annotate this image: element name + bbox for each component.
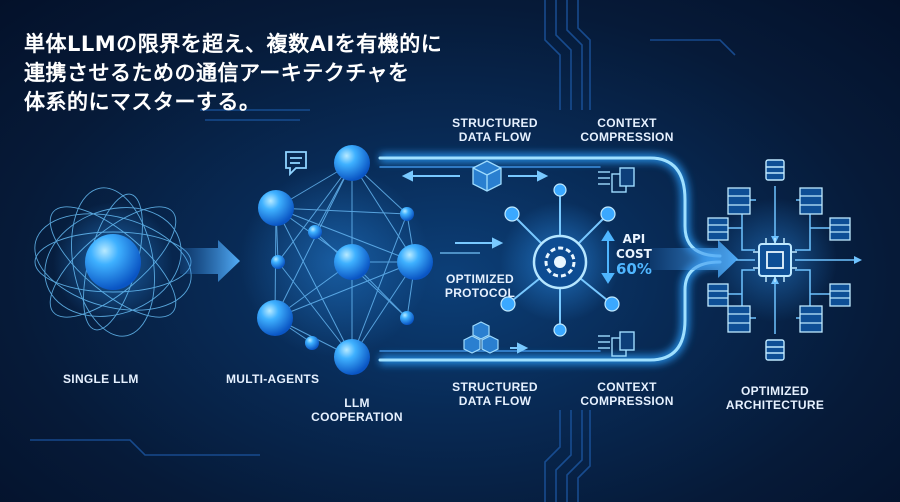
- label-context-compression-top: CONTEXT COMPRESSION: [572, 116, 682, 144]
- label-context-compression-bottom: CONTEXT COMPRESSION: [572, 380, 682, 408]
- label-line: COOPERATION: [311, 410, 403, 424]
- label-line: STRUCTURED: [452, 380, 538, 394]
- label-line: CONTEXT: [597, 116, 657, 130]
- document-stack-icon: [598, 331, 635, 357]
- label-line: CONTEXT: [597, 380, 657, 394]
- label-line: OPTIMIZED: [445, 272, 515, 286]
- label-structured-data-flow-top: STRUCTURED DATA FLOW: [445, 116, 545, 144]
- label-structured-data-flow-bottom: STRUCTURED DATA FLOW: [445, 380, 545, 408]
- server-rack-icon: [707, 187, 851, 333]
- flow-arrows: [401, 170, 549, 354]
- label-line: STRUCTURED: [452, 116, 538, 130]
- circuit-traces: [30, 0, 736, 502]
- headline-line-3: 体系的にマスターする。: [24, 90, 261, 114]
- cube-icon: [472, 160, 502, 192]
- label-line: OPTIMIZED: [740, 384, 810, 398]
- api-cost-stat: API COST 60%: [616, 232, 652, 277]
- document-stack-icon: [598, 167, 635, 193]
- label-line: DATA FLOW: [458, 394, 532, 408]
- label-text: SINGLE LLM: [63, 372, 139, 386]
- label-optimized-protocol: OPTIMIZED PROTOCOL: [432, 272, 528, 300]
- label-llm-cooperation: LLM COOPERATION: [311, 396, 403, 424]
- label-line: COMPRESSION: [580, 130, 674, 144]
- api-cost-value: 60%: [616, 260, 652, 278]
- label-line: ARCHITECTURE: [725, 398, 825, 412]
- headline: 単体LLMの限界を超え、複数AIを有機的に 連携させるための通信アーキテクチャを…: [24, 30, 442, 117]
- headline-line-2: 連携させるための通信アーキテクチャを: [24, 61, 410, 85]
- gear-hub-icon: [500, 183, 620, 337]
- label-single-llm: SINGLE LLM: [63, 372, 139, 386]
- headline-line-1: 単体LLMの限界を超え、複数AIを有機的に: [24, 32, 443, 56]
- cost-reduction-icon: [601, 230, 615, 284]
- api-cost-line: COST: [616, 247, 652, 261]
- label-text: MULTI-AGENTS: [226, 372, 320, 386]
- label-line: LLM: [344, 396, 370, 410]
- label-optimized-architecture: OPTIMIZED ARCHITECTURE: [722, 384, 828, 412]
- arrow-right-icon: [180, 240, 240, 282]
- single-llm-sphere: [34, 187, 192, 337]
- database-icon: [765, 159, 785, 361]
- cpu-chip-icon: [753, 238, 797, 282]
- label-line: COMPRESSION: [580, 394, 674, 408]
- label-line: DATA FLOW: [458, 130, 532, 144]
- label-line: PROTOCOL: [444, 286, 516, 300]
- label-multi-agents: MULTI-AGENTS: [226, 372, 319, 386]
- optimized-architecture: [707, 159, 862, 361]
- api-cost-line: API: [622, 232, 646, 246]
- chat-bubble-icon: [285, 151, 307, 177]
- cube-icon: [463, 321, 499, 354]
- multi-agent-network: [240, 145, 433, 375]
